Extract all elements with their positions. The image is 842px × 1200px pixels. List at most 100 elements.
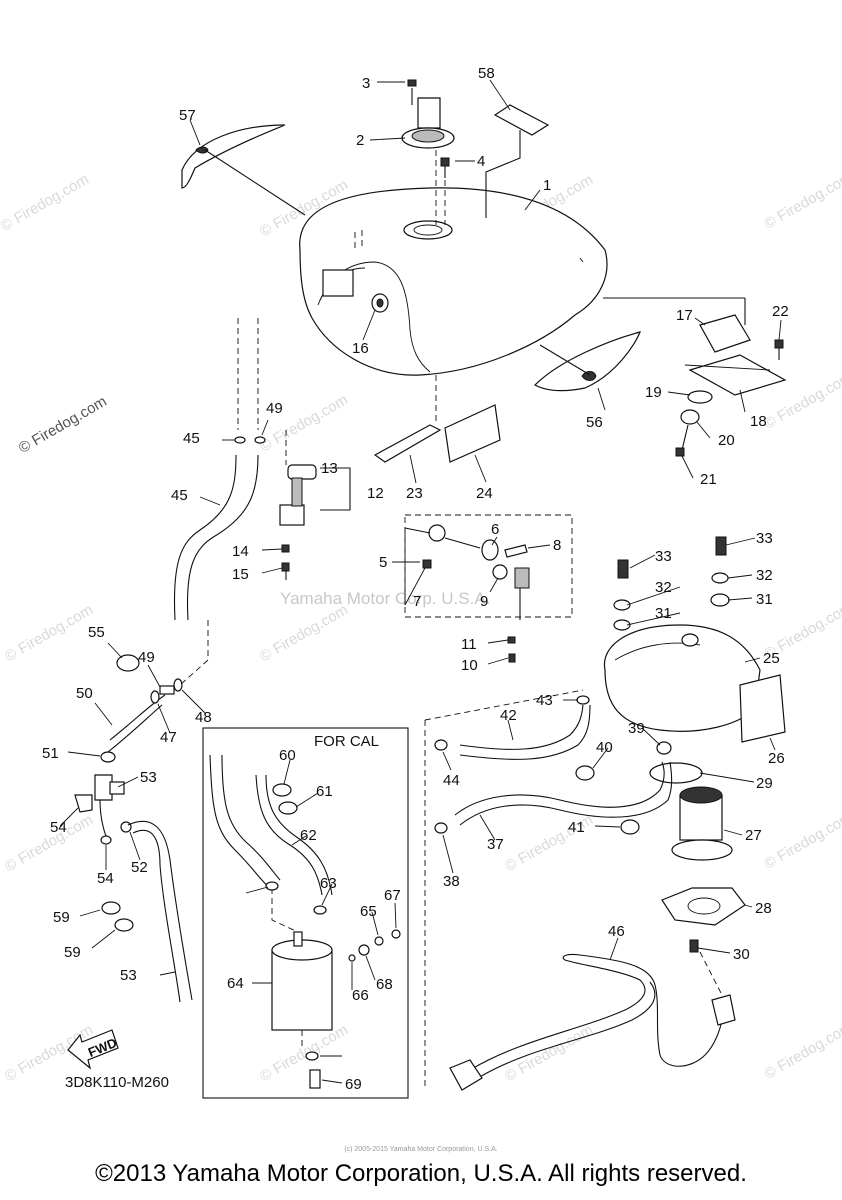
bar-23 — [373, 424, 442, 463]
label-49b: 52 — [131, 859, 148, 876]
label-9: 9 — [480, 593, 488, 610]
label-27: 27 — [745, 827, 762, 844]
pad-24 — [444, 404, 501, 463]
grommet-66 — [358, 944, 370, 956]
watermark: © Firedog.com — [761, 169, 842, 233]
clamp-68 — [305, 1051, 319, 1061]
watermark: © Firedog.com — [257, 1021, 351, 1085]
clamp-59 — [272, 783, 292, 797]
label-61: 63 — [320, 875, 337, 892]
sub-tank — [603, 536, 786, 743]
label-40: 43 — [536, 692, 553, 709]
leader-lines — [59, 79, 782, 1084]
label-53: 53 — [120, 967, 137, 984]
label-38: 41 — [568, 819, 585, 836]
label-15: 15 — [232, 566, 249, 583]
label-48: 50 — [76, 685, 93, 702]
hose-53 — [127, 820, 193, 1001]
label-1: 1 — [543, 177, 551, 194]
label-55: 55 — [88, 624, 105, 641]
center-watermark: Yamaha Motor Corp. U.S.A. — [280, 589, 490, 608]
connector-right — [711, 994, 736, 1026]
watermark: © Firedog.com — [502, 1021, 596, 1085]
pad-58 — [493, 104, 550, 136]
label-22: 22 — [772, 303, 789, 320]
clamp-40 — [576, 695, 590, 705]
label-58: 58 — [478, 65, 495, 82]
canister-62 — [271, 949, 333, 1031]
clamp-35 — [434, 822, 448, 834]
fuel-cock-box — [404, 514, 573, 618]
label-50: 53 — [140, 769, 157, 786]
fuel-pump — [649, 762, 746, 953]
hose-48 — [109, 694, 166, 741]
washer-64 — [348, 954, 356, 962]
tank-emblem-right — [534, 331, 641, 392]
watermark: © Firedog.com — [2, 811, 96, 875]
label-18: 18 — [750, 413, 767, 430]
label-25: 25 — [763, 650, 780, 667]
label-51: 54 — [50, 819, 67, 836]
label-43: 45 — [171, 487, 188, 504]
label-63: 65 — [360, 903, 377, 920]
clamp-61 — [313, 905, 327, 915]
fuel-sender — [279, 464, 351, 580]
ring-29 — [649, 762, 703, 784]
label-7: 7 — [413, 593, 421, 610]
fuel-cap — [401, 79, 455, 225]
washer-63 — [374, 936, 384, 946]
watermark: © Firedog.com — [0, 171, 92, 235]
watermark: © Firedog.com — [16, 393, 110, 457]
tank-bracket — [675, 314, 787, 457]
nut-65 — [391, 929, 401, 939]
label-67: 69 — [345, 1076, 362, 1093]
bracket-51 — [74, 794, 93, 813]
label-45b: 48 — [195, 709, 212, 726]
label-59a: 60 — [279, 747, 296, 764]
label-37: 40 — [596, 739, 613, 756]
clamp-69 — [265, 881, 279, 891]
label-28: 28 — [755, 900, 772, 917]
label-14: 14 — [232, 543, 249, 560]
tank-emblem-left — [181, 124, 286, 189]
label-41: 44 — [443, 772, 460, 789]
label-33a: 33 — [655, 548, 672, 565]
clamp-38 — [620, 819, 640, 835]
label-24: 24 — [476, 485, 493, 502]
label-56: 56 — [586, 414, 603, 431]
label-29: 29 — [756, 775, 773, 792]
label-11: 11 — [461, 636, 477, 653]
connector-left — [449, 1059, 483, 1091]
hose-43 — [173, 454, 237, 621]
watermark: © Firedog.com — [257, 601, 351, 665]
watermark: © Firedog.com — [761, 809, 842, 873]
for-cal-label: FOR CAL — [314, 733, 379, 750]
hose-42 — [469, 953, 723, 1071]
copyright-notice: ©2013 Yamaha Motor Corporation, U.S.A. A… — [95, 1160, 747, 1187]
hose-34 — [454, 761, 665, 816]
fuel-cock — [422, 524, 530, 620]
label-34: 37 — [487, 836, 504, 853]
screw-52 — [100, 835, 112, 845]
label-44: 45 — [183, 430, 200, 447]
hose-67 — [309, 1069, 321, 1089]
label-60: 62 — [300, 827, 317, 844]
clamp-37 — [575, 765, 595, 781]
clamp-44 — [234, 436, 246, 444]
label-47: 49 — [266, 400, 283, 417]
label-13: 13 — [321, 460, 338, 477]
label-65: 67 — [384, 887, 401, 904]
watermark: © Firedog.com — [2, 601, 96, 665]
label-16: 16 — [352, 340, 369, 357]
label-31b: 31 — [756, 591, 773, 608]
label-2: 2 — [356, 132, 364, 149]
label-26: 26 — [768, 750, 785, 767]
clamp-36 — [656, 741, 672, 755]
watermark: © Firedog.com — [761, 1019, 842, 1083]
label-62: 64 — [227, 975, 244, 992]
label-35: 38 — [443, 873, 460, 890]
label-39: 42 — [500, 707, 517, 724]
clamp-49 — [100, 751, 116, 763]
label-20: 20 — [718, 432, 735, 449]
